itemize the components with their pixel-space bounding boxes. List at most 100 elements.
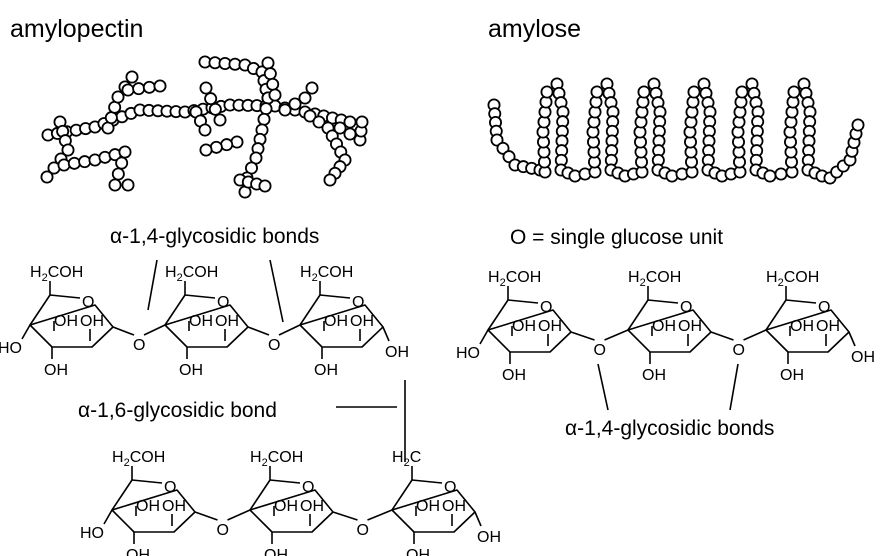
hydroxyl-label: OH (851, 349, 875, 366)
glucose-bead (257, 112, 271, 126)
hydroxyl-label: OH (324, 313, 348, 330)
ch2oh-label: H2COH (766, 269, 819, 289)
hydroxyl-label: OH (385, 344, 409, 361)
bond-leader-line (729, 363, 739, 411)
glycosidic-oxygen: O (594, 342, 606, 359)
glucose-bead (266, 77, 280, 91)
glucose-unit-legend: O = single glucose unit (510, 226, 723, 249)
glucose-bead (333, 121, 347, 135)
glucose-bead (230, 135, 244, 149)
ring-oxygen: O (302, 479, 314, 496)
hydroxyl-label: OH (274, 498, 298, 515)
hydroxyl-label: HO (0, 340, 22, 357)
ch2oh-label: H2COH (30, 264, 83, 284)
bond-leader-line (147, 259, 158, 311)
glucose-bead (288, 97, 302, 111)
hydroxyl-label: OH (314, 362, 338, 379)
glucose-bead (261, 56, 275, 70)
hydroxyl-label: OH (512, 318, 536, 335)
glucose-bead (851, 118, 865, 132)
hydroxyl-label: OH (790, 318, 814, 335)
hydroxyl-label: OH (126, 547, 150, 556)
glucose-bead (57, 158, 71, 172)
glycosidic-oxygen: O (133, 337, 145, 354)
glucose-bead (108, 178, 122, 192)
alpha-1-4-bonds-label-right: α-1,4-glycosidic bonds (565, 417, 774, 440)
glucose-bead (323, 173, 337, 187)
hydroxyl-label: OH (477, 529, 501, 546)
hydroxyl-label: OH (538, 318, 562, 335)
glucose-bead (763, 169, 777, 183)
hydroxyl-label: OH (416, 498, 440, 515)
glucose-bead (121, 178, 135, 192)
hydroxyl-label: OH (442, 498, 466, 515)
hydroxyl-label: OH (502, 367, 526, 384)
ring-oxygen: O (164, 479, 176, 496)
glucose-bead (208, 102, 222, 116)
glucose-bead (303, 109, 317, 123)
ring-oxygen: O (680, 299, 692, 316)
hydroxyl-label: OH (54, 313, 78, 330)
glucose-bead (111, 90, 125, 104)
hydroxyl-label: OH (264, 547, 288, 556)
hydroxyl-label: HO (80, 525, 104, 542)
ch2oh-label: H2COH (488, 269, 541, 289)
glycosidic-oxygen: O (217, 522, 229, 539)
amylopectin-bead-chain (40, 55, 369, 199)
glucose-bead (278, 103, 292, 117)
glucose-bead (132, 82, 146, 96)
glycosidic-oxygen: O (733, 342, 745, 359)
hydroxyl-label: OH (406, 547, 430, 556)
glucose-bead (204, 92, 218, 106)
hydroxyl-label: OH (189, 313, 213, 330)
glucose-bead (198, 123, 212, 137)
ring-oxygen: O (540, 299, 552, 316)
glucose-bead (637, 85, 651, 99)
glucose-bead (687, 85, 701, 99)
glucose-bead (258, 179, 272, 193)
glucose-bead (142, 80, 156, 94)
glucose-bead (540, 85, 554, 99)
hydroxyl-label: OH (215, 313, 239, 330)
glucose-bead (774, 167, 788, 181)
bond-leader-line (597, 363, 609, 411)
glucose-bead (125, 70, 139, 84)
glucose-bead (298, 91, 312, 105)
glucose-bead (263, 67, 277, 81)
glucose-bead (209, 140, 223, 154)
glycosidic-oxygen: O (268, 337, 280, 354)
glucose-bead (305, 81, 319, 95)
ring-oxygen: O (818, 299, 830, 316)
hydroxyl-label: OH (300, 498, 324, 515)
glucose-bead (312, 115, 326, 129)
glucose-bead (121, 83, 135, 97)
glucose-bead (787, 85, 801, 99)
ch2oh-label: H2COH (165, 264, 218, 284)
glucose-bead (199, 81, 213, 95)
glucose-bead (153, 79, 167, 93)
glucose-bead (115, 156, 129, 170)
glucose-bead (259, 102, 273, 116)
glucose-bead (78, 155, 92, 169)
glucose-bead (735, 85, 749, 99)
glucose-bead (67, 156, 81, 170)
hydroxyl-label: OH (80, 313, 104, 330)
ch2oh-label: H2COH (112, 449, 165, 469)
ring-oxygen: O (217, 294, 229, 311)
glucose-bead (61, 143, 75, 157)
ch2oh-label: H2COH (250, 449, 303, 469)
glucose-bead (213, 113, 227, 127)
glycosidic-oxygen: O (357, 522, 369, 539)
alpha-1-4-bonds-label-left: α-1,4-glycosidic bonds (110, 225, 319, 248)
ch2oh-label: H2C (392, 449, 421, 469)
hydroxyl-label: OH (162, 498, 186, 515)
ch2oh-label: H2COH (300, 264, 353, 284)
